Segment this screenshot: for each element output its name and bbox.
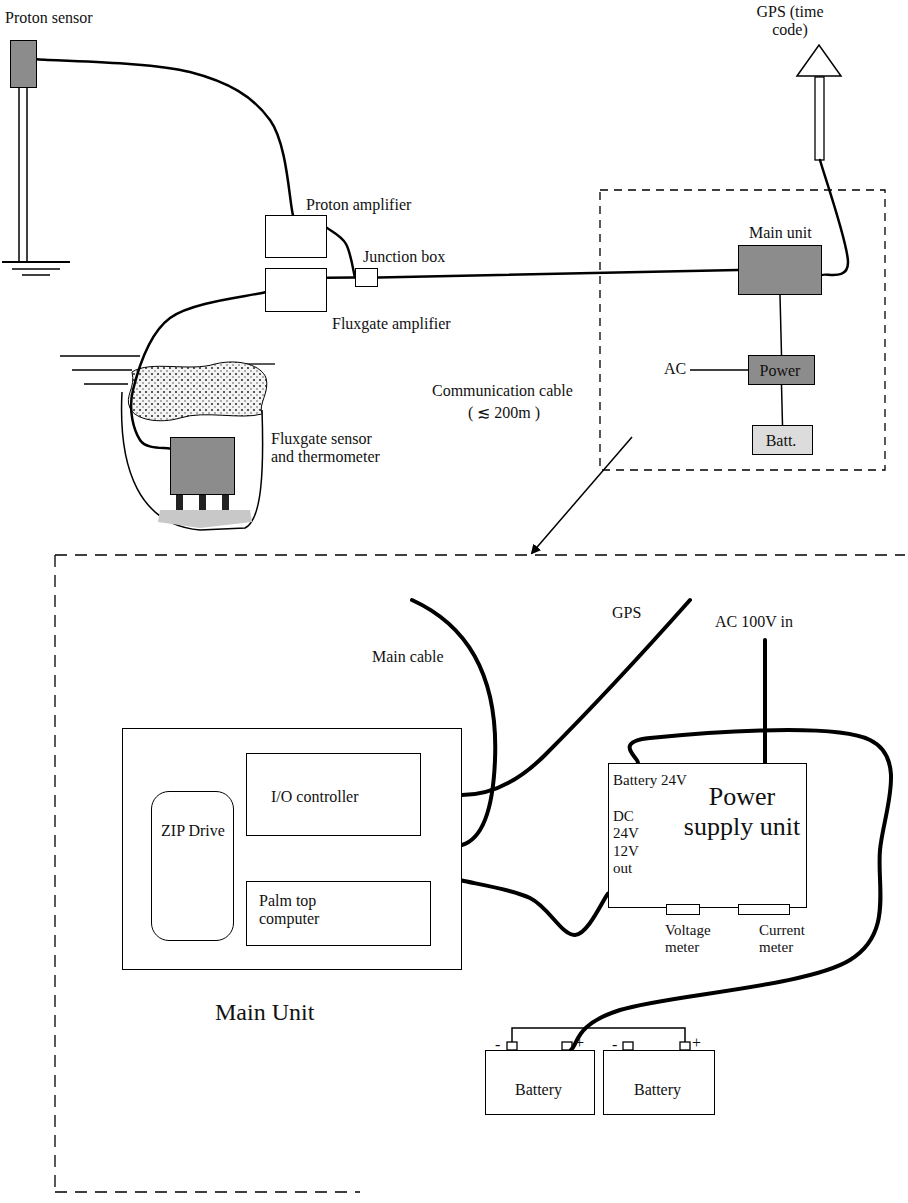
node-label: Main Unit [215,999,314,1027]
node-label: Palm top computer [259,892,369,929]
node-label: I/O controller [271,788,359,806]
cable [378,270,738,278]
io-controller: I/O controller [246,753,421,836]
node-label: Proton amplifier [306,196,411,214]
node-label: Power supply unit [683,782,801,842]
voltage-meter: Voltage meter [666,904,700,915]
zip-drive: ZIP Drive [151,791,234,941]
sensor-legs [176,495,229,510]
free-label: + [692,1034,701,1052]
pit-floor [158,510,252,528]
free-label: AC [664,360,686,378]
free-label: GPS [612,604,641,622]
cable [327,277,355,278]
power-supply-unit: Battery 24VPower supply unit DC 24V 12V o… [608,763,807,908]
current-meter: Current meter [738,904,790,915]
proton-sensor: Proton sensor [10,40,37,88]
junction-box: Junction box [355,268,378,287]
free-label: AC 100V in [715,613,793,631]
node-label: Main unit [749,224,812,242]
free-label: ( ≲ 200m ) [468,404,540,422]
cable [462,881,608,936]
cable [131,292,265,448]
gravel-cover [128,362,267,421]
node-label: ZIP Drive [156,822,230,840]
cable [820,160,848,275]
main-unit-box: Main unit [738,245,822,295]
node-label: Battery [604,1081,711,1099]
gps-antenna [797,45,841,76]
battery-box: Batt. [752,425,813,455]
free-label: - [612,1036,617,1054]
node-label: Battery 24V [613,772,687,789]
node-label: Current meter [759,922,817,957]
cable [780,295,782,355]
free-label: Main cable [372,648,444,666]
free-label: + [575,1034,584,1052]
cable [782,385,783,425]
node-label: Proton sensor [5,9,93,27]
battery-terminals [507,1042,690,1050]
node-label: Power [749,362,811,380]
free-label: Communication cable [432,382,573,400]
node-label: Fluxgate amplifier [332,315,451,333]
power-box: Power [748,355,815,385]
node-label: Junction box [363,248,445,266]
battery-link [512,1028,685,1042]
cable [571,730,891,1050]
main-unit-housing: Main UnitZIP DriveI/O controllerPalm top… [122,728,462,970]
node-label: DC 24V 12V out [613,808,647,877]
gps-antenna: GPS (time code) [800,45,840,160]
node-label: GPS (time code) [748,3,832,40]
battery: Battery [485,1050,595,1115]
gps-pole [815,77,824,160]
free-label: - [495,1036,500,1054]
ac-wire [690,369,748,370]
amplifier-box: Fluxgate amplifier [265,268,327,312]
node-label: Fluxgate sensor and thermometer [271,430,396,467]
sensor-post [2,88,70,275]
cable [37,59,293,215]
node-label: Batt. [753,432,809,450]
amplifier-box: Proton amplifier [265,215,327,258]
detail-outline [55,555,905,1192]
battery: Battery [603,1050,715,1115]
node-label: Voltage meter [665,922,723,957]
node-label: Battery [486,1081,591,1099]
detail-arrow [532,437,632,553]
fluxgate-sensor: Fluxgate sensor and thermometer [170,437,235,495]
palmtop-computer: Palm top computer [246,881,431,946]
cable [327,228,355,278]
